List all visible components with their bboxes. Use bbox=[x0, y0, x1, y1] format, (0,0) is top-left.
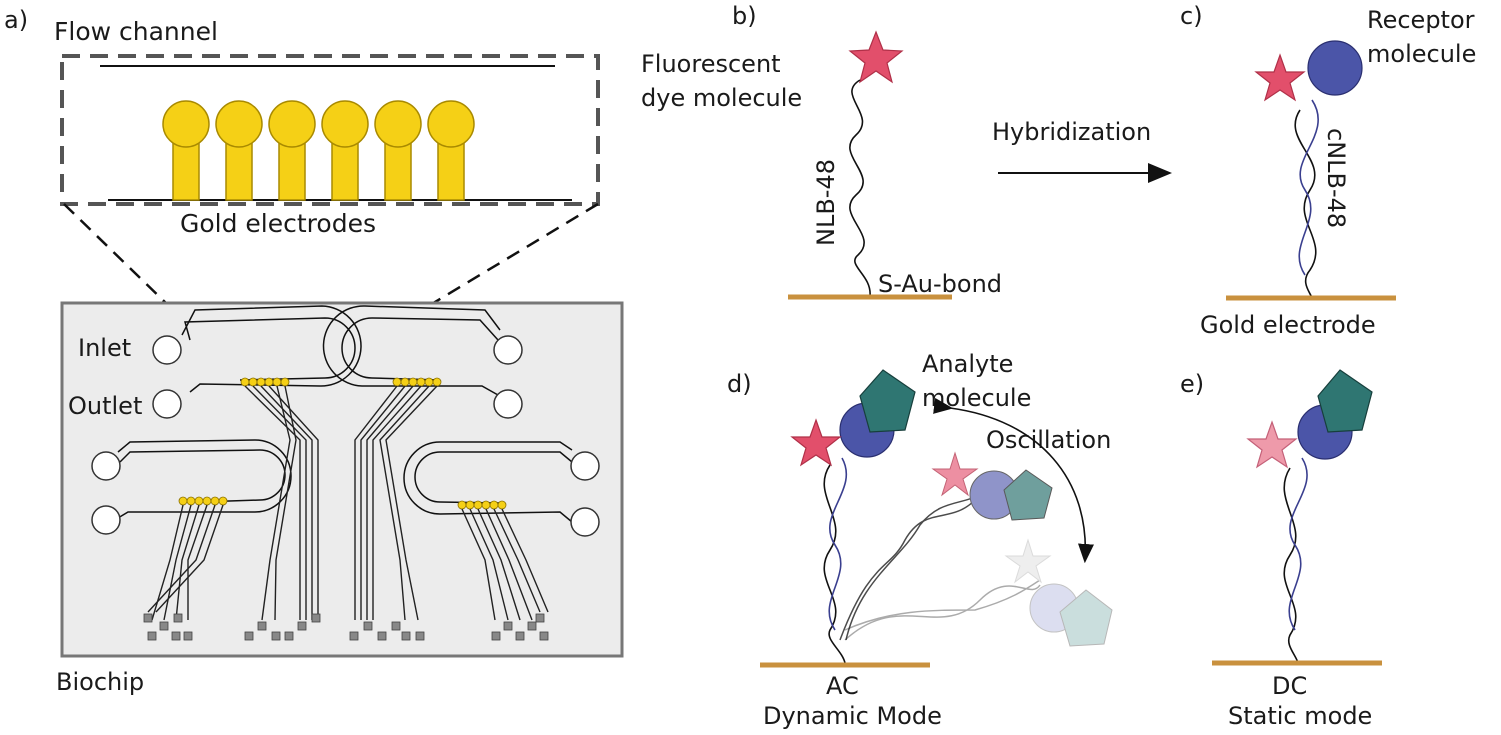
panel-e: e) DC Static mode bbox=[1180, 369, 1382, 730]
dsdna-strand-black bbox=[823, 464, 846, 664]
nlb48-label: NLB-48 bbox=[812, 159, 840, 246]
gold-electrode bbox=[215, 100, 263, 201]
chip-electrode-dots bbox=[178, 377, 507, 510]
receptor-label-line1: Receptor bbox=[1367, 6, 1475, 34]
mode-label-line1: DC bbox=[1272, 672, 1307, 700]
fluorescent-dye-star bbox=[1246, 420, 1298, 469]
dsdna-strand-blue bbox=[1298, 99, 1319, 276]
dsdna-strand-black bbox=[1283, 467, 1299, 664]
port bbox=[91, 451, 121, 481]
fluorescent-dye-star bbox=[790, 418, 842, 467]
gold-electrode bbox=[268, 100, 316, 201]
cnlb48-label: cNLB-48 bbox=[1322, 128, 1350, 228]
inlet-port bbox=[152, 335, 182, 365]
hybridization-arrow: Hybridization bbox=[992, 118, 1172, 183]
biochip-label: Biochip bbox=[56, 668, 144, 696]
mode-label-line2: Static mode bbox=[1228, 702, 1372, 730]
fluorescent-dye-star bbox=[848, 30, 904, 84]
receptor-label-line2: molecule bbox=[1367, 40, 1476, 68]
gold-electrode-label: Gold electrode bbox=[1200, 311, 1376, 339]
outlet-port bbox=[152, 389, 182, 419]
gold-electrodes-label: Gold electrodes bbox=[180, 209, 376, 238]
gold-electrode bbox=[427, 100, 475, 201]
gold-electrode bbox=[321, 100, 369, 201]
panel-a: a) Flow channel Gold electrodes bbox=[4, 6, 624, 696]
gold-electrode bbox=[374, 100, 422, 201]
dsdna-strand-black bbox=[1294, 109, 1317, 299]
port bbox=[91, 505, 121, 535]
flow-channel-label: Flow channel bbox=[54, 17, 218, 46]
receptor-molecule bbox=[1307, 40, 1363, 96]
hybridization-label: Hybridization bbox=[992, 118, 1151, 146]
gold-electrode bbox=[162, 100, 210, 201]
analyte-label-line2: molecule bbox=[922, 384, 1031, 412]
analyte-molecule bbox=[1317, 369, 1373, 433]
port bbox=[493, 335, 523, 365]
analyte-molecule bbox=[859, 369, 916, 433]
ghost-state-2 bbox=[844, 538, 1113, 647]
panel-b: b) Fluorescent dye molecule NLB-48 S-Au-… bbox=[641, 2, 1002, 300]
port bbox=[493, 389, 523, 419]
biochip-board bbox=[60, 301, 624, 658]
fluorescent-dye-star bbox=[1254, 53, 1306, 102]
panel-c: c) Receptor molecule cNLB-48 Gold electr… bbox=[1180, 2, 1476, 339]
dsdna-strand-blue bbox=[1288, 457, 1308, 631]
oscillation-arrow bbox=[933, 397, 1094, 564]
mode-label-line2: Dynamic Mode bbox=[763, 702, 942, 730]
port bbox=[570, 451, 600, 481]
chip-traces bbox=[147, 385, 549, 621]
dye-label-line2: dye molecule bbox=[641, 84, 802, 112]
panel-d: d) Analyte molecule Oscillation AC Dynam… bbox=[727, 350, 1113, 730]
dye-label-line1: Fluorescent bbox=[641, 50, 781, 78]
inlet-label: Inlet bbox=[78, 334, 131, 362]
panel-e-letter: e) bbox=[1180, 370, 1204, 398]
outlet-label: Outlet bbox=[68, 392, 142, 420]
ghost-state-1 bbox=[839, 451, 1053, 641]
panel-a-letter: a) bbox=[4, 6, 28, 34]
port bbox=[570, 507, 600, 537]
contact-pads bbox=[143, 613, 549, 641]
oscillation-label: Oscillation bbox=[986, 426, 1111, 454]
port-circles bbox=[91, 335, 600, 537]
ssdna-strand bbox=[849, 79, 871, 297]
microfluidic-channels bbox=[117, 305, 573, 523]
zoom-line-right bbox=[291, 202, 599, 390]
gold-electrode-row bbox=[162, 100, 475, 201]
analyte-label-line1: Analyte bbox=[922, 350, 1013, 378]
panel-d-letter: d) bbox=[727, 370, 752, 398]
panel-b-letter: b) bbox=[732, 2, 757, 30]
zoom-box bbox=[60, 54, 600, 206]
dsdna-strand-blue bbox=[828, 457, 848, 631]
bond-label: S-Au-bond bbox=[878, 270, 1002, 298]
panel-c-letter: c) bbox=[1180, 2, 1203, 30]
mode-label-line1: AC bbox=[826, 672, 859, 700]
